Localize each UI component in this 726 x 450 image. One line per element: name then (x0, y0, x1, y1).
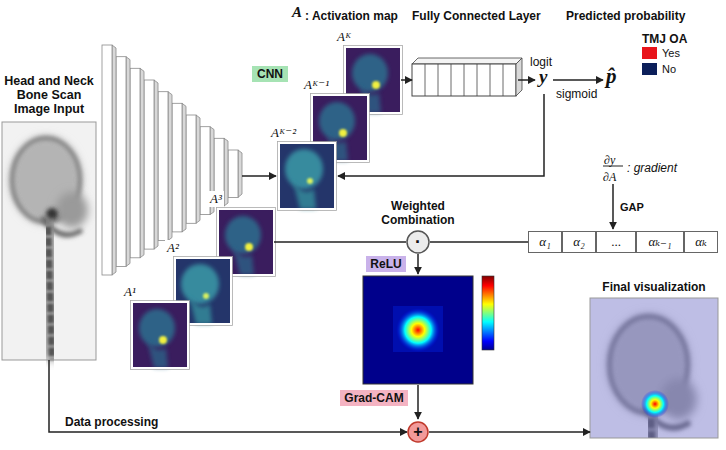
heading-text: A² (165, 240, 181, 256)
node-text: Grad-CAM (344, 391, 403, 405)
final-overlay-image (590, 298, 718, 438)
connector (429, 431, 590, 433)
fc-layer-slab (412, 58, 522, 96)
label-holder: ∂A (603, 167, 616, 185)
image-frame (2, 122, 96, 360)
node-text: α₂ (573, 234, 584, 250)
node-text: · (415, 232, 421, 253)
heading-text: Final visualization (594, 280, 714, 294)
legend-swatch (642, 63, 657, 75)
heading-text: Aᴷ⁻¹ (302, 77, 331, 93)
node-text: α₁ (539, 234, 550, 250)
legend-text: No (662, 63, 676, 75)
heading-holder: Aᴷ⁻² (269, 123, 298, 141)
heading-text: Fully Connected Layer (412, 9, 541, 23)
connector (274, 241, 406, 243)
label-holder: : Activation map (305, 6, 398, 24)
heading-holder: Final visualization (594, 280, 714, 294)
label-holder: sigmoid (556, 84, 597, 102)
label-text: : gradient (627, 161, 677, 175)
cnn-label: CNN (252, 66, 288, 82)
label-holder: Predicted probability (566, 6, 685, 24)
relu-label: ReLU (366, 256, 406, 272)
alpha-cell: α₁ (528, 231, 562, 253)
heading-holder: Head and Neck Bone Scan Image Input (1, 74, 97, 116)
alpha-cell: αₖ (684, 231, 718, 253)
node-text: CNN (257, 67, 283, 81)
label-holder: : gradient (627, 158, 677, 176)
fully-connected-layer: Fully Connected Layer (412, 64, 516, 96)
legend-swatch (642, 47, 657, 59)
heading-holder: Aᴷ⁻¹ (302, 75, 331, 93)
label-text: TMJ OA (642, 32, 687, 46)
activation-map: A¹ (132, 302, 188, 368)
heading-holder: A³ (208, 189, 224, 207)
label-holder: p̂ (606, 64, 617, 89)
bone-scan-image (2, 122, 96, 360)
heading-text: Aᴷ (335, 29, 353, 45)
edge-label: Data processing (63, 415, 160, 429)
node-text: αₖ (695, 234, 707, 250)
legend-entry: No (642, 63, 676, 75)
alpha-cell: αₖ₋₁ (636, 231, 684, 253)
legend-entry: Yes (642, 47, 680, 59)
heading-holder: Weighted Combination (372, 199, 464, 227)
connector (401, 79, 412, 81)
node-text: ... (611, 234, 621, 250)
gradcam-heatmap (363, 276, 473, 384)
final-image: Final visualization (590, 298, 718, 438)
label-text: : Activation map (305, 9, 398, 23)
label-holder: y (539, 66, 547, 88)
heading-text: Aᴷ⁻² (269, 125, 298, 141)
label-text: A (292, 4, 302, 21)
activation-map: Aᴷ (345, 47, 401, 113)
heading-text: Weighted Combination (372, 199, 464, 227)
label-holder: GAP (620, 197, 644, 215)
heading-text: Head and Neck Bone Scan Image Input (1, 74, 97, 116)
label-text: ∂y (604, 153, 615, 168)
node-circle (408, 422, 428, 442)
label-text: ∂A (603, 170, 616, 185)
node-text: αₖ₋₁ (649, 234, 672, 250)
heading-holder: Fully Connected Layer (412, 6, 541, 24)
image-frame (590, 298, 718, 438)
alpha-cell: ... (596, 231, 636, 253)
label-text: y (539, 66, 547, 88)
heading-holder: A¹ (122, 282, 138, 300)
activation-map: Aᴷ⁻¹ (312, 95, 368, 161)
label-text: sigmoid (556, 87, 597, 101)
activation-map: A² (175, 258, 231, 324)
label-text: GAP (620, 201, 644, 213)
colorbar (482, 276, 494, 350)
node-text: + (413, 423, 422, 441)
heading-holder: A² (165, 238, 181, 256)
alpha-cell: α₂ (562, 231, 596, 253)
connector (430, 241, 528, 243)
flow-arrows (338, 80, 613, 419)
heading-text: A³ (208, 191, 224, 207)
heading-text: A¹ (122, 284, 138, 300)
gradcam-label: Grad-CAM (340, 390, 408, 406)
heading-holder: Aᴷ (335, 27, 353, 45)
label-text: Predicted probability (566, 9, 685, 23)
flow-arrow (242, 175, 276, 177)
label-holder: ∂y (604, 150, 615, 168)
input-image: Head and Neck Bone Scan Image Input (2, 122, 96, 360)
sum-node: + (407, 421, 429, 443)
activation-map: Aᴷ⁻² (279, 143, 335, 209)
node-circle (407, 231, 429, 253)
legend-text: Yes (662, 47, 680, 59)
label-holder: A (292, 3, 302, 21)
activation-maps-lower (131, 208, 276, 370)
label-text: p̂ (606, 64, 617, 89)
connector (49, 360, 407, 432)
node-text: ReLU (370, 257, 401, 271)
activation-map: A³ (218, 209, 274, 275)
edge-label-holder: Data processing (63, 412, 160, 430)
label-holder: TMJ OA (642, 29, 687, 47)
weighted-combination-node: Weighted Combination· (406, 230, 430, 254)
